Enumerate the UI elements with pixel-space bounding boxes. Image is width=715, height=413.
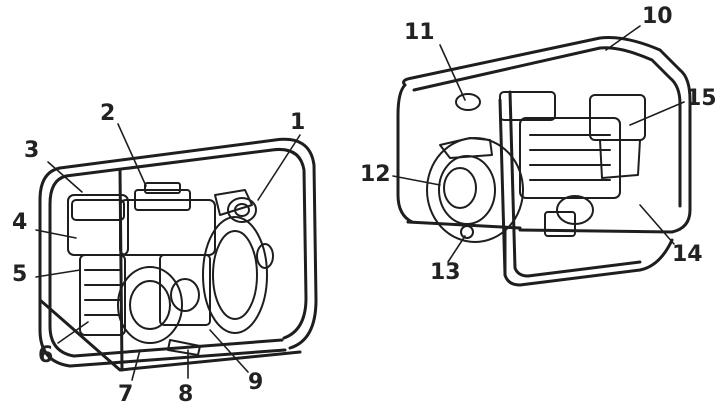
left-engine: [67, 182, 274, 356]
callout-8: 8: [178, 382, 194, 407]
callout-14: 14: [672, 242, 703, 267]
leader-9: [209, 329, 249, 373]
leader-12: [392, 175, 441, 186]
leader-2: [117, 123, 147, 187]
leader-10: [605, 25, 641, 51]
callout-4: 4: [12, 210, 28, 235]
callout-13: 13: [430, 260, 461, 285]
callout-2: 2: [100, 101, 116, 126]
callout-9: 9: [248, 370, 264, 395]
left-roll-frame: [38, 137, 318, 372]
pump-front-view: [38, 137, 318, 372]
callout-12: 12: [360, 162, 391, 187]
leader-lines: [35, 25, 685, 381]
callout-10: 10: [642, 4, 673, 29]
leader-7: [131, 349, 141, 381]
leader-5: [35, 269, 81, 278]
leader-6: [57, 321, 89, 344]
leader-1: [257, 134, 301, 201]
pump-rear-view: [396, 36, 692, 287]
leader-11: [439, 44, 466, 101]
leader-15: [629, 101, 685, 126]
right-engine: [426, 91, 646, 243]
callout-7: 7: [118, 382, 134, 407]
callout-1: 1: [290, 110, 306, 135]
callout-6: 6: [38, 343, 54, 368]
callout-15: 15: [686, 86, 715, 111]
callout-11: 11: [404, 20, 435, 45]
right-roll-frame: [396, 36, 692, 287]
leader-13: [447, 235, 466, 263]
leader-14: [639, 204, 675, 245]
callout-5: 5: [12, 262, 28, 287]
callout-3: 3: [24, 138, 40, 163]
leader-4: [35, 229, 77, 239]
leader-3: [47, 161, 83, 193]
